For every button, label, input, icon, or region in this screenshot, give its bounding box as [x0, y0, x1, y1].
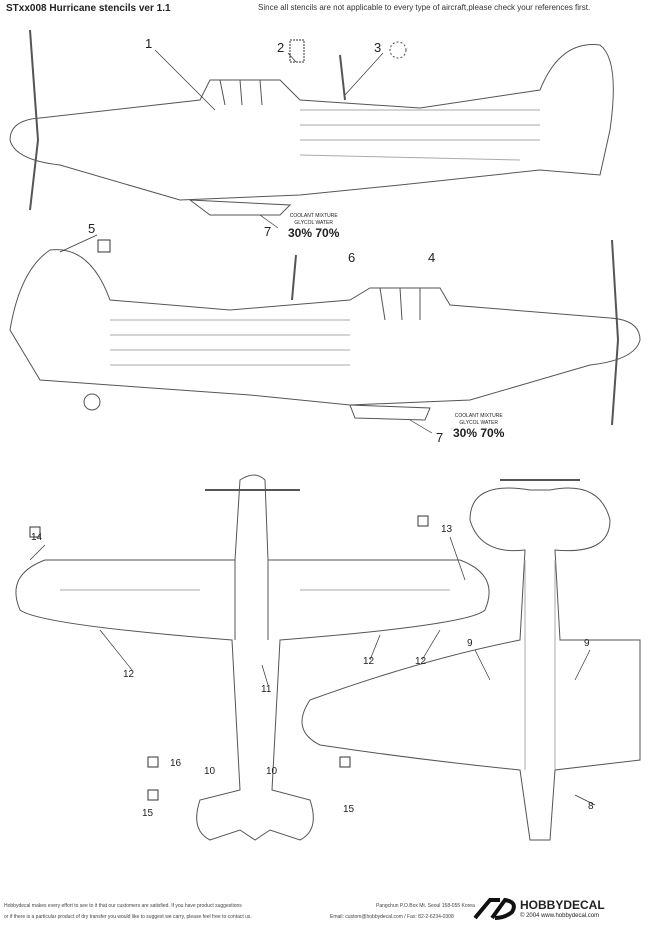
glycol-pct: 30%: [288, 226, 313, 240]
callout-4: 4: [428, 250, 436, 265]
callout-9: 9: [467, 638, 473, 649]
callout-12: 12: [123, 669, 135, 680]
callout-15: 15: [343, 804, 355, 815]
coolant-columns: GLYCOL WATER: [459, 420, 499, 426]
brand-name: HOBBYDECAL: [520, 898, 605, 912]
callout-10: 10: [266, 766, 278, 777]
footer-text-2: or if there is a particular product of d…: [4, 914, 252, 920]
callout-16: 16: [170, 758, 182, 769]
top-view: [15, 474, 490, 841]
side-view-left: [9, 29, 614, 216]
callout-9: 9: [584, 638, 590, 649]
callout-6: 6: [348, 250, 356, 265]
water-pct: 70%: [480, 426, 505, 440]
footer-text-1: Hobbydecal makes every effort to see to …: [4, 903, 242, 909]
coolant-columns: GLYCOL WATER: [294, 220, 334, 226]
footer-address: Pangchun P.O.Box Mt. Seoul 158-055 Korea: [376, 903, 475, 909]
callout-10: 10: [204, 766, 216, 777]
leader-lines: [29, 49, 596, 806]
coolant-title: COOLANT MIXTURE: [454, 413, 503, 419]
water-pct: 70%: [315, 226, 340, 240]
callout-11: 11: [261, 684, 272, 695]
glycol-pct: 30%: [453, 426, 478, 440]
callout-12: 12: [415, 656, 427, 667]
callout-14: 14: [31, 532, 43, 543]
footer-contact: Email: custom@hobbydecal.com / Fax: 82-2…: [330, 914, 454, 920]
sheet-title: STxx008 Hurricane stencils ver 1.1: [6, 3, 171, 14]
callout-8: 8: [588, 801, 594, 812]
reference-note: Since all stencils are not applicable to…: [258, 3, 591, 12]
callout-7: 7: [264, 224, 272, 239]
coolant-stencil: COOLANT MIXTURE GLYCOL WATER 30% 70%: [288, 213, 339, 240]
bottom-view: [301, 479, 641, 841]
callout-5: 5: [88, 221, 96, 236]
brand-copyright: © 2004 www.hobbydecal.com: [520, 913, 600, 919]
callout-12: 12: [363, 656, 375, 667]
callout-7: 7: [436, 430, 444, 445]
coolant-title: COOLANT MIXTURE: [289, 213, 338, 219]
side-view-right: [9, 239, 641, 426]
callout-3: 3: [374, 40, 382, 55]
callout-2: 2: [277, 40, 285, 55]
callout-13: 13: [441, 524, 453, 535]
callout-1: 1: [145, 36, 153, 51]
callout-15: 15: [142, 808, 154, 819]
coolant-stencil: COOLANT MIXTURE GLYCOL WATER 30% 70%: [453, 413, 504, 440]
